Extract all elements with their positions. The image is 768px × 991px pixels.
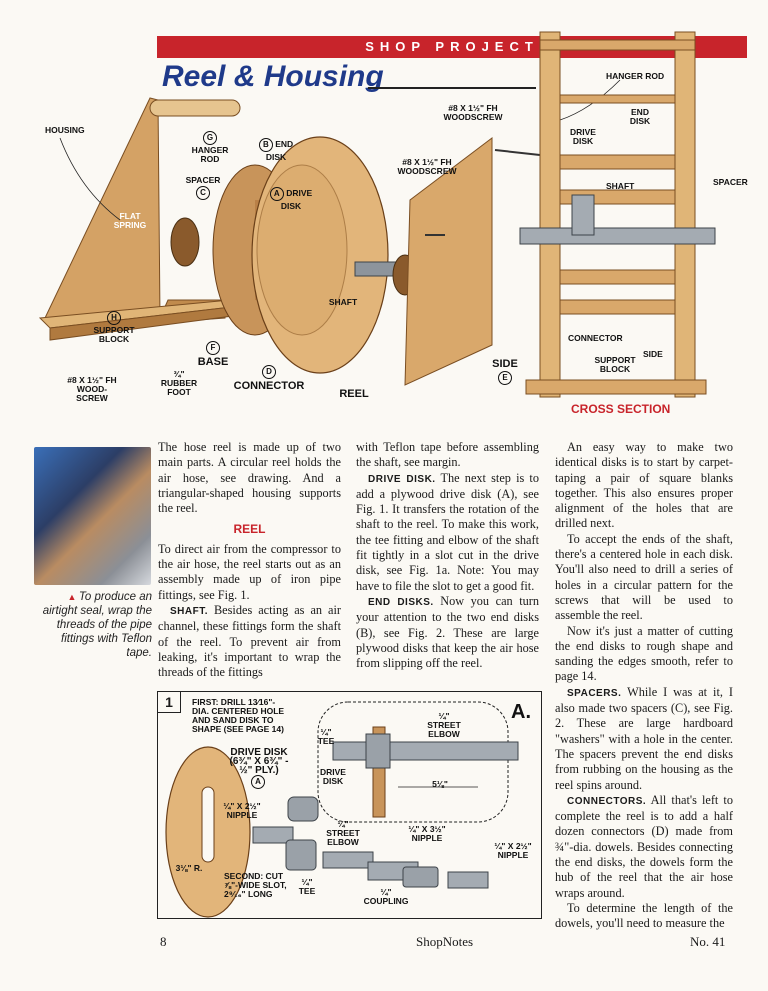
letter-c: C — [196, 186, 210, 200]
title-rule — [368, 87, 536, 89]
col3-p5-text: All that's left to complete the reel is … — [555, 792, 733, 900]
column-3: An easy way to make two identical disks … — [555, 440, 733, 932]
fig1-inset-tee: ¼" TEE — [317, 727, 335, 746]
lead-shaft: SHAFT. — [170, 605, 208, 617]
col3-p4: SPACERS. While I was at it, I also made … — [555, 685, 733, 793]
hanger-rod-text: HANGER ROD — [191, 145, 229, 164]
label-reel: REEL — [339, 388, 369, 400]
letter-a: A — [269, 187, 284, 201]
fig1-nipple-short: ¼" x 2½" NIPPLE — [223, 801, 261, 820]
end-disk-text: END DISK — [265, 139, 294, 162]
fig1-letter-a-circle: A — [251, 775, 265, 789]
heading-reel: REEL — [233, 522, 266, 537]
cs-support-block: SUPPORT BLOCK — [594, 355, 636, 374]
support-block-text: SUPPORT BLOCK — [93, 325, 135, 344]
figure-1: 1 FIRST: DRILL 13⁄16"-DIA. CENTERED HOLE… — [157, 691, 542, 919]
col3-p2: To accept the ends of the shaft, there's… — [555, 531, 733, 623]
col2-p2: DRIVE DISK. The next step is to add a pl… — [356, 471, 539, 594]
magazine-name: ShopNotes — [416, 934, 474, 949]
exploded-drawing — [38, 31, 716, 398]
fig1-coupling: ¼" COUPLING — [363, 887, 409, 906]
cs-drive-disk: DRIVE DISK — [570, 127, 596, 146]
fig1-tee: ¼" TEE — [298, 877, 316, 896]
cs-side: SIDE — [643, 349, 663, 359]
col1-p3: SHAFT. Besides acting as an air channel,… — [158, 603, 341, 680]
fig1-street-elbow: ¼" STREET ELBOW — [326, 819, 360, 847]
column-2: with Teflon tape before assembling the s… — [356, 440, 539, 671]
cs-end-disk: END DISK — [629, 107, 651, 126]
spacer-text: SPACER — [185, 175, 221, 185]
col1-p3-text: Besides acting as an air channel, these … — [158, 602, 341, 680]
photo-caption: ▲ To produce an airtight seal, wrap the … — [34, 590, 152, 660]
connector-text: CONNECTOR — [233, 380, 305, 392]
fig1-inset-dim: 5⅛" — [432, 779, 448, 789]
fig1-letter-a: A — [248, 774, 268, 790]
issue-number: No. 41 — [690, 934, 726, 949]
letter-e: E — [498, 371, 512, 385]
cs-hanger-rod: HANGER ROD — [606, 71, 665, 81]
teflon-tape-photo — [34, 447, 151, 585]
fig1-first-note: FIRST: DRILL 13⁄16"-DIA. CENTERED HOLE A… — [192, 697, 285, 734]
page-title: Reel & Housing — [162, 60, 384, 93]
letter-f: F — [206, 341, 220, 355]
fig1-nipple-mid: ¼" x 3½" NIPPLE — [408, 824, 446, 843]
base-text: BASE — [197, 356, 229, 368]
cs-shaft: SHAFT — [606, 181, 635, 191]
lead-spacers: SPACERS. — [567, 687, 622, 699]
fig1-inset-drive: DRIVE DISK — [320, 767, 346, 786]
col3-p5: CONNECTORS. All that's left to complete … — [555, 793, 733, 901]
fig1-drive-disk: DRIVE DISK (6¾" x 6¾" - ½" PLY.) — [229, 747, 289, 776]
col3-p1: An easy way to make two identical disks … — [555, 440, 733, 531]
fig1-inset-label: a. — [511, 701, 531, 723]
label-woodscrew-mid: #8 x 1½" Fh WOODSCREW — [397, 157, 457, 176]
side-text: SIDE — [492, 358, 518, 370]
label-rubber-foot: ¾" RUBBER FOOT — [160, 369, 198, 397]
col2-p3: END DISKS. Now you can turn your attenti… — [356, 594, 539, 671]
label-wood-screw: #8 x 1½" Fh WOOD-SCREW — [67, 375, 117, 403]
caption-triangle-icon: ▲ — [67, 592, 79, 602]
label-housing: HOUSING — [45, 125, 85, 135]
col2-p1: with Teflon tape before assembling the s… — [356, 440, 539, 470]
col2-p2-text: The next step is to add a plywood drive … — [356, 470, 539, 593]
figure-number: 1 — [158, 692, 181, 713]
label-flat-spring: FLAT SPRING — [113, 211, 147, 230]
column-1: The hose reel is made up of two main par… — [158, 440, 341, 680]
cs-connector: CONNECTOR — [568, 333, 623, 343]
col2-p3-text: Now you can turn your attention to the t… — [356, 593, 539, 671]
fig1-inset-elbow: ¼" STREET ELBOW — [427, 711, 461, 739]
lead-connectors: CONNECTORS. — [567, 795, 647, 807]
photo-caption-text: To produce an airtight seal, wrap the th… — [42, 591, 152, 659]
label-woodscrew-top: #8 x 1½" Fh WOODSCREW — [443, 103, 503, 122]
fig1-nipple-right: ¼" x 2½" NIPPLE — [494, 841, 532, 860]
label-shaft: SHAFT — [328, 297, 358, 307]
col3-p4-text: While I was at it, I also made two space… — [555, 684, 733, 792]
label-end-disk: B END DISK — [250, 137, 302, 162]
col1-p1: The hose reel is made up of two main par… — [158, 440, 341, 516]
label-drive-disk: A DRIVE DISK — [266, 186, 316, 211]
drive-disk-text: DRIVE DISK — [280, 188, 313, 211]
cross-section-title: CROSS SECTION — [571, 402, 671, 416]
letter-b: B — [258, 138, 273, 152]
letter-d: D — [262, 365, 276, 379]
col3-p3: Now it's just a matter of cutting the en… — [555, 623, 733, 684]
letter-g: G — [203, 131, 217, 145]
col3-p6: To determine the length of the dowels, y… — [555, 900, 733, 931]
col1-p2: To direct air from the compressor to the… — [158, 541, 341, 602]
fig1-radius: 3⅛" R. — [175, 863, 203, 873]
fig1-second-note: SECOND: CUT ⅞"-WIDE SLOT, 2⁹⁄₁₆" LONG — [224, 871, 287, 899]
page-number: 8 — [160, 934, 167, 949]
cs-spacer: SPACER — [713, 177, 748, 187]
lead-drive-disk: DRIVE DISK. — [368, 473, 436, 485]
letter-h: H — [107, 311, 121, 325]
figure-1-drawing — [165, 701, 519, 918]
lead-end-disks: END DISKS. — [368, 596, 434, 608]
